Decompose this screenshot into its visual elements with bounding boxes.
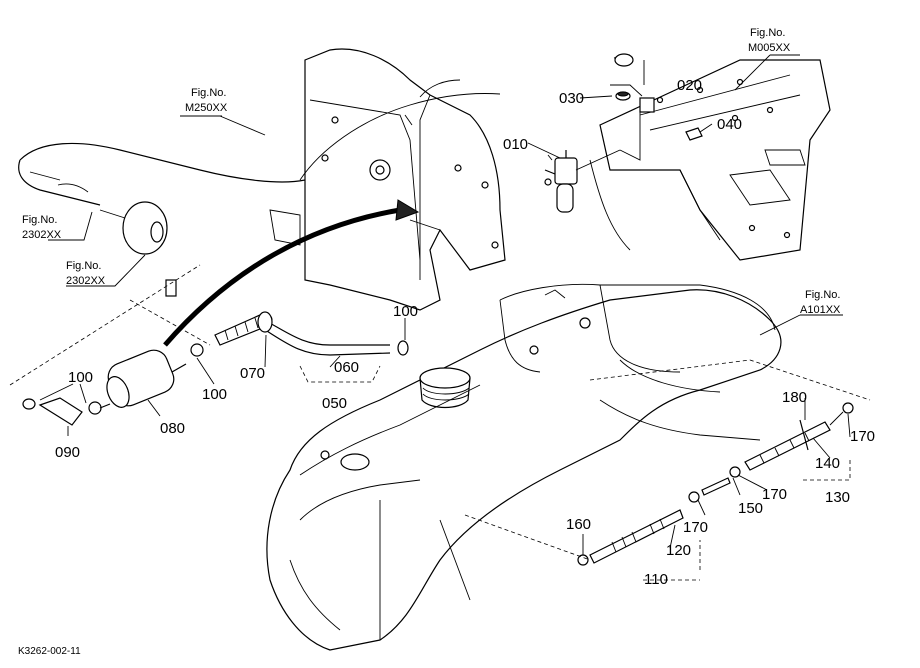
figure-reference-m005xx: Fig.No. M005XX <box>748 27 791 54</box>
part-label-060: 060 <box>334 359 359 376</box>
svg-text:Fig.No.: Fig.No. <box>66 260 101 272</box>
svg-text:2302XX: 2302XX <box>66 275 106 287</box>
figure-reference-m250xx: Fig.No. M250XX <box>185 87 228 114</box>
part-label-130: 130 <box>825 489 850 506</box>
part-label-170-low: 170 <box>683 519 708 536</box>
part-label-170-mid: 170 <box>762 486 787 503</box>
svg-text:Fig.No.: Fig.No. <box>191 87 226 99</box>
fuel-cock-assembly <box>544 53 703 213</box>
figure-reference-2302xx-b: Fig.No. 2302XX <box>66 260 106 287</box>
svg-text:Fig.No.: Fig.No. <box>750 27 785 39</box>
part-label-160: 160 <box>566 516 591 533</box>
svg-text:Fig.No.: Fig.No. <box>22 214 57 226</box>
right-frame <box>589 59 831 261</box>
part-label-090: 090 <box>55 444 80 461</box>
part-label-010: 010 <box>503 136 528 153</box>
part-label-100-right: 100 <box>393 303 418 320</box>
part-label-150: 150 <box>738 500 763 517</box>
part-label-170-right: 170 <box>850 428 875 445</box>
fuel-tank <box>266 283 782 651</box>
part-label-100-left: 100 <box>68 369 93 386</box>
part-label-040: 040 <box>717 116 742 133</box>
part-label-030: 030 <box>559 90 584 107</box>
svg-text:2302XX: 2302XX <box>22 229 62 241</box>
part-label-140: 140 <box>815 455 840 472</box>
svg-text:M005XX: M005XX <box>748 42 791 54</box>
leader-lines <box>9 54 871 581</box>
part-label-050: 050 <box>322 395 347 412</box>
svg-text:Fig.No.: Fig.No. <box>805 289 840 301</box>
part-label-120: 120 <box>666 542 691 559</box>
part-label-020: 020 <box>677 77 702 94</box>
svg-text:M250XX: M250XX <box>185 102 228 114</box>
fuel-pipe-assembly <box>577 402 854 566</box>
part-label-080: 080 <box>160 420 185 437</box>
drawing-code: K3262-002-11 <box>18 646 81 657</box>
frame-bracket <box>269 48 506 311</box>
part-label-100-center: 100 <box>202 386 227 403</box>
figure-reference-2302xx-a: Fig.No. 2302XX <box>22 214 62 241</box>
figure-reference-a101xx: Fig.No. A101XX <box>800 289 841 316</box>
svg-text:A101XX: A101XX <box>800 304 841 316</box>
hood-panel <box>18 79 501 206</box>
part-label-070: 070 <box>240 365 265 382</box>
part-label-180: 180 <box>782 389 807 406</box>
fuel-filter-assembly <box>22 183 420 426</box>
part-label-110: 110 <box>644 571 668 588</box>
